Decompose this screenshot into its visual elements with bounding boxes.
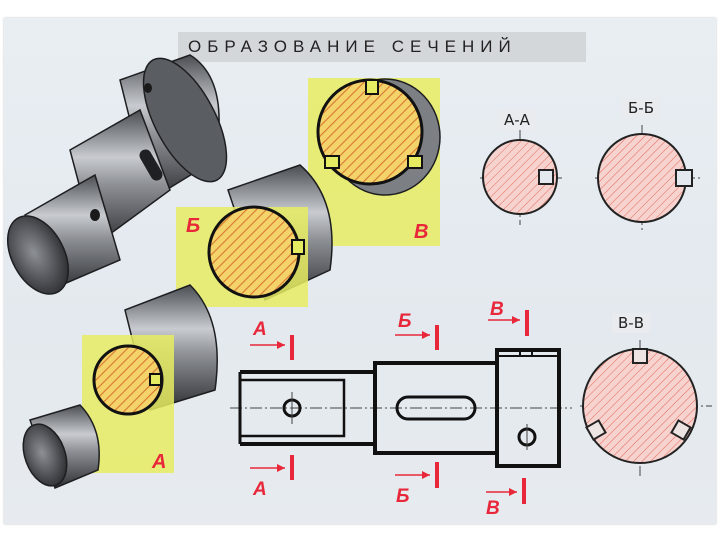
section-aa — [480, 130, 565, 225]
poster-title: ОБРАЗОВАНИЕ СЕЧЕНИЙ — [178, 32, 586, 62]
cut-letter-b-top: Б — [398, 311, 411, 332]
section-label-vv: В-В — [612, 313, 650, 333]
section-label-bb: Б-Б — [622, 98, 660, 118]
cut-letter-a-bottom: А — [252, 479, 267, 500]
cut-letter-v-top: В — [490, 299, 504, 320]
shaft-3d-full — [6, 54, 228, 295]
plane-letter-b: Б — [186, 215, 200, 237]
section-vv — [580, 340, 712, 478]
main-view-drawing: А А Б Б В В — [230, 299, 572, 519]
section-bb — [595, 125, 702, 232]
plane-letter-a: А — [151, 451, 166, 473]
cutting-plane-b: Б — [176, 164, 333, 307]
cut-letter-a-top: А — [252, 319, 267, 340]
cutting-plane-v: В — [308, 78, 441, 246]
section-label-aa: А-А — [498, 110, 536, 130]
cut-letter-v-bottom: В — [486, 498, 500, 519]
plane-letter-v: В — [414, 221, 428, 243]
cut-letter-b-bottom: Б — [396, 486, 409, 507]
cutting-plane-a: А — [22, 284, 218, 489]
